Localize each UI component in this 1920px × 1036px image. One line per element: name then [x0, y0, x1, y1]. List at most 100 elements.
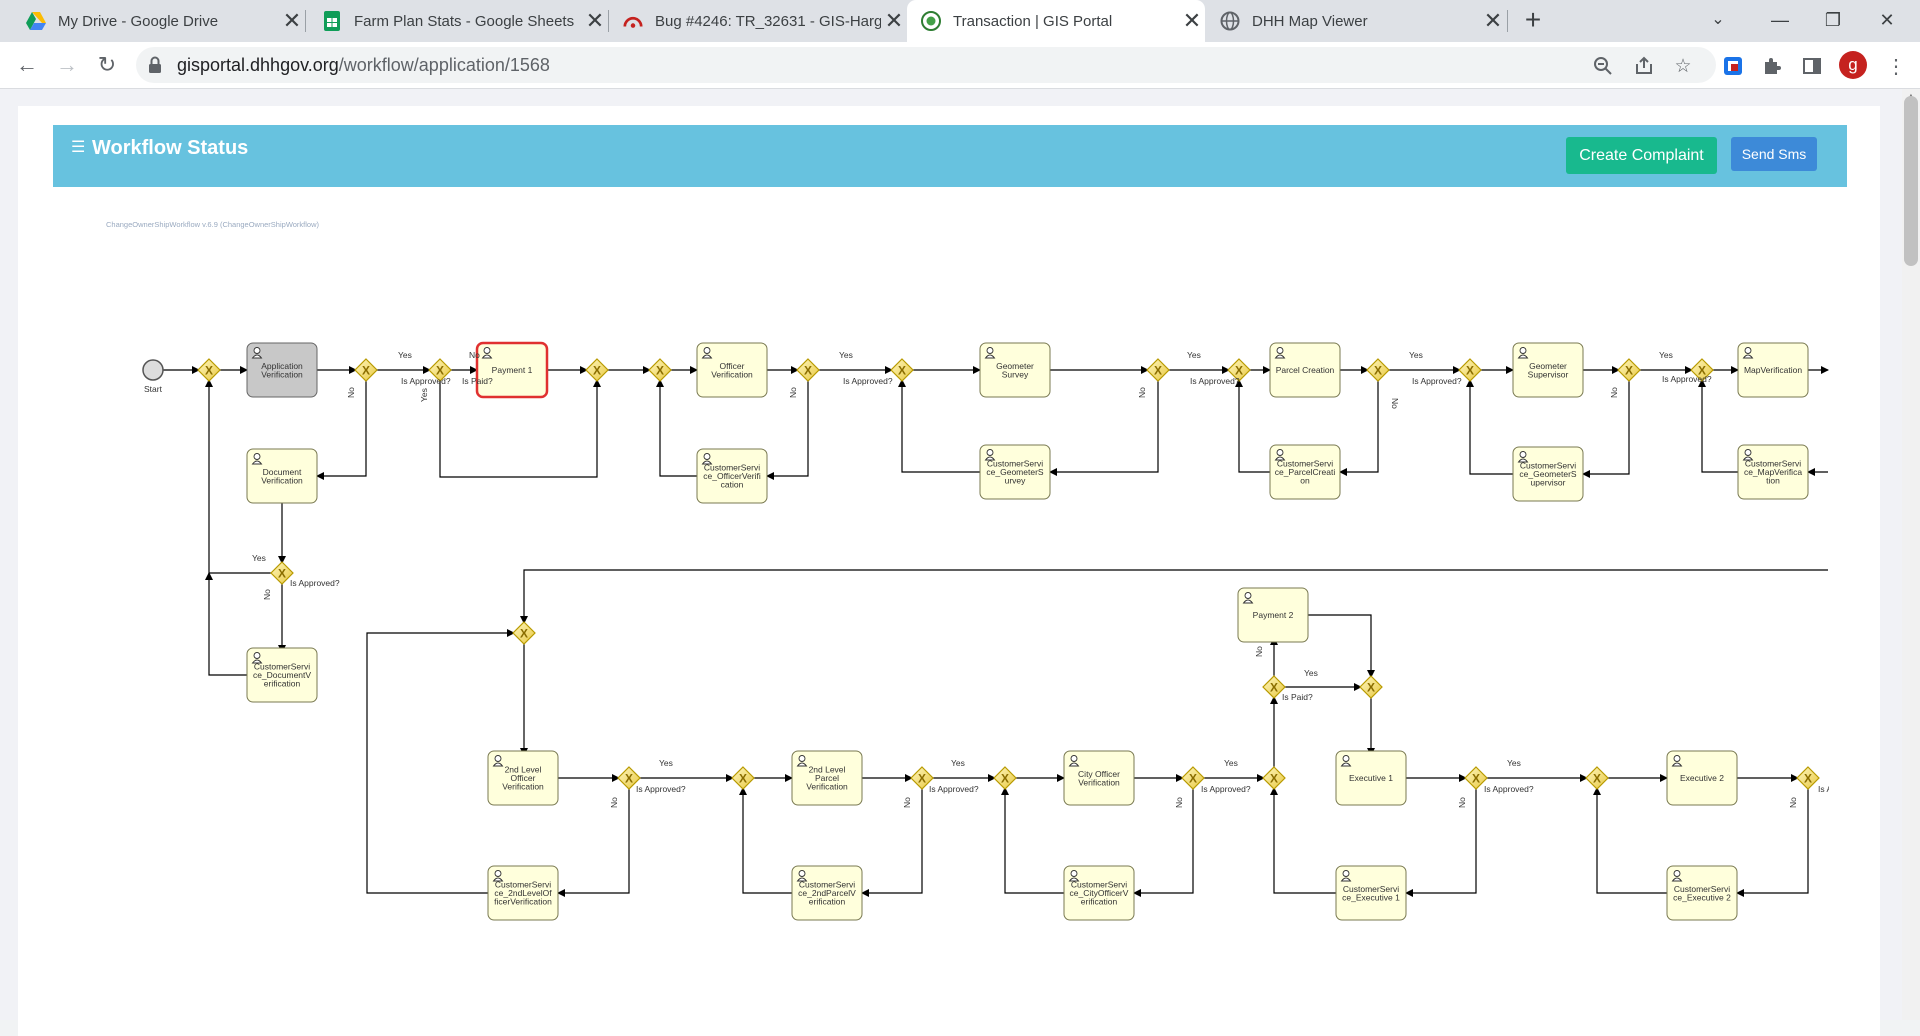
task-label: Supervisor	[1528, 369, 1569, 379]
user-task-icon	[251, 347, 263, 359]
tab-gis-portal[interactable]: Transaction | GIS Portal ✕	[907, 0, 1205, 42]
close-tab-icon[interactable]: ✕	[884, 8, 904, 33]
google-sheets-icon	[322, 11, 342, 31]
task-cs-2off[interactable]: CustomerService_2ndLevelOfficerVerificat…	[487, 865, 559, 921]
url-text[interactable]: gisportal.dhhgov.org/workflow/applicatio…	[177, 55, 550, 76]
lock-icon[interactable]	[148, 56, 162, 79]
exclusive-gateway	[1585, 766, 1609, 790]
task-box	[696, 448, 768, 504]
task-pay2[interactable]: Payment 2	[1237, 587, 1309, 643]
minimize-window-icon[interactable]: —	[1771, 10, 1789, 30]
scrollbar-thumb[interactable]	[1904, 96, 1918, 266]
task-label: ce_CityOfficerV	[1070, 888, 1129, 898]
share-icon[interactable]	[1632, 54, 1656, 78]
task-label: Application	[261, 361, 303, 371]
close-tab-icon[interactable]: ✕	[1182, 8, 1202, 33]
task-box	[1335, 750, 1407, 806]
start-event	[142, 359, 164, 381]
user-task-icon	[1068, 870, 1080, 882]
restore-window-icon[interactable]: ❐	[1824, 10, 1842, 30]
side-panel-icon[interactable]	[1800, 54, 1824, 78]
tab-my-drive[interactable]: My Drive - Google Drive ✕	[0, 0, 305, 42]
tab-bug-4246[interactable]: Bug #4246: TR_32631 - GIS-Harg ✕	[609, 0, 907, 42]
edge-label: No	[609, 797, 619, 808]
task-exec1[interactable]: Executive 1	[1335, 750, 1407, 806]
edge-label: Is Approved?	[1484, 784, 1534, 794]
forward-arrow-icon[interactable]: →	[56, 52, 78, 77]
gateway-x-marker: X	[520, 627, 528, 641]
sequence-flow-edge	[1308, 614, 1375, 678]
zoom-icon[interactable]	[1591, 54, 1615, 78]
sequence-flow-edge	[316, 380, 367, 480]
task-exec2[interactable]: Executive 2	[1666, 750, 1738, 806]
close-tab-icon[interactable]: ✕	[585, 8, 605, 33]
more-menu-icon[interactable]: ⋮	[1886, 55, 1906, 78]
back-arrow-icon[interactable]: ←	[16, 52, 38, 77]
task-label: Verification	[261, 475, 303, 485]
task-box	[246, 647, 318, 703]
task-box	[246, 342, 318, 398]
task-box	[1063, 865, 1135, 921]
edge-label: No	[1174, 797, 1184, 808]
workflow-diagram: ChangeOwnerShipWorkflow v.6.9 (ChangeOwn…	[106, 220, 1829, 921]
task-parcre[interactable]: Parcel Creation	[1269, 342, 1341, 398]
edge-label: No	[262, 589, 272, 600]
gateway-x-marker: X	[1804, 772, 1812, 786]
edge-label: Yes	[659, 758, 673, 768]
sequence-flow-edge	[898, 379, 980, 473]
task-label: MapVerification	[1744, 365, 1802, 375]
tab-dhh-map-viewer[interactable]: DHH Map Viewer ✕	[1206, 0, 1506, 42]
task-label: erification	[1081, 897, 1118, 907]
task-label: upervisor	[1531, 478, 1566, 488]
extensions-puzzle-icon[interactable]	[1760, 54, 1784, 78]
reload-icon[interactable]: ↻	[97, 52, 117, 77]
user-task-icon	[1742, 449, 1754, 461]
gateway-x-marker: X	[1374, 364, 1382, 378]
edge-label: Is Approved?	[843, 376, 893, 386]
profile-avatar[interactable]: g	[1839, 51, 1867, 79]
tab-farm-plan-stats[interactable]: Farm Plan Stats - Google Sheets ✕	[306, 0, 608, 42]
close-tab-icon[interactable]: ✕	[282, 8, 302, 33]
new-tab-button[interactable]: +	[1524, 4, 1542, 35]
exclusive-gateway	[1690, 358, 1714, 382]
gateway-x-marker: X	[1472, 772, 1480, 786]
user-task-icon	[701, 453, 713, 465]
address-bar[interactable]	[136, 47, 1716, 83]
send-sms-button[interactable]: Send Sms	[1731, 137, 1817, 171]
task-label: Payment 1	[492, 365, 533, 375]
user-task-icon	[251, 652, 263, 664]
gis-portal-icon	[921, 11, 941, 31]
exclusive-gateway	[1464, 766, 1488, 790]
task-pay1[interactable]: Payment 1	[475, 341, 549, 399]
page-scrollbar[interactable]	[1902, 89, 1920, 1020]
bookmark-star-icon[interactable]: ☆	[1674, 55, 1692, 77]
exclusive-gateway	[1227, 358, 1251, 382]
task-mapver[interactable]: MapVerification	[1737, 342, 1809, 398]
extension-badge-icon[interactable]	[1721, 54, 1745, 78]
create-complaint-button[interactable]: Create Complaint	[1566, 137, 1717, 174]
task-label: cation	[721, 480, 744, 490]
close-window-icon[interactable]: ✕	[1879, 10, 1895, 30]
sequence-flow-edge	[1235, 379, 1270, 473]
url-host: gisportal.dhhgov.org	[177, 55, 339, 75]
tab-search-chevron-icon[interactable]: ⌄	[1711, 11, 1725, 28]
close-tab-icon[interactable]: ✕	[1483, 8, 1503, 33]
